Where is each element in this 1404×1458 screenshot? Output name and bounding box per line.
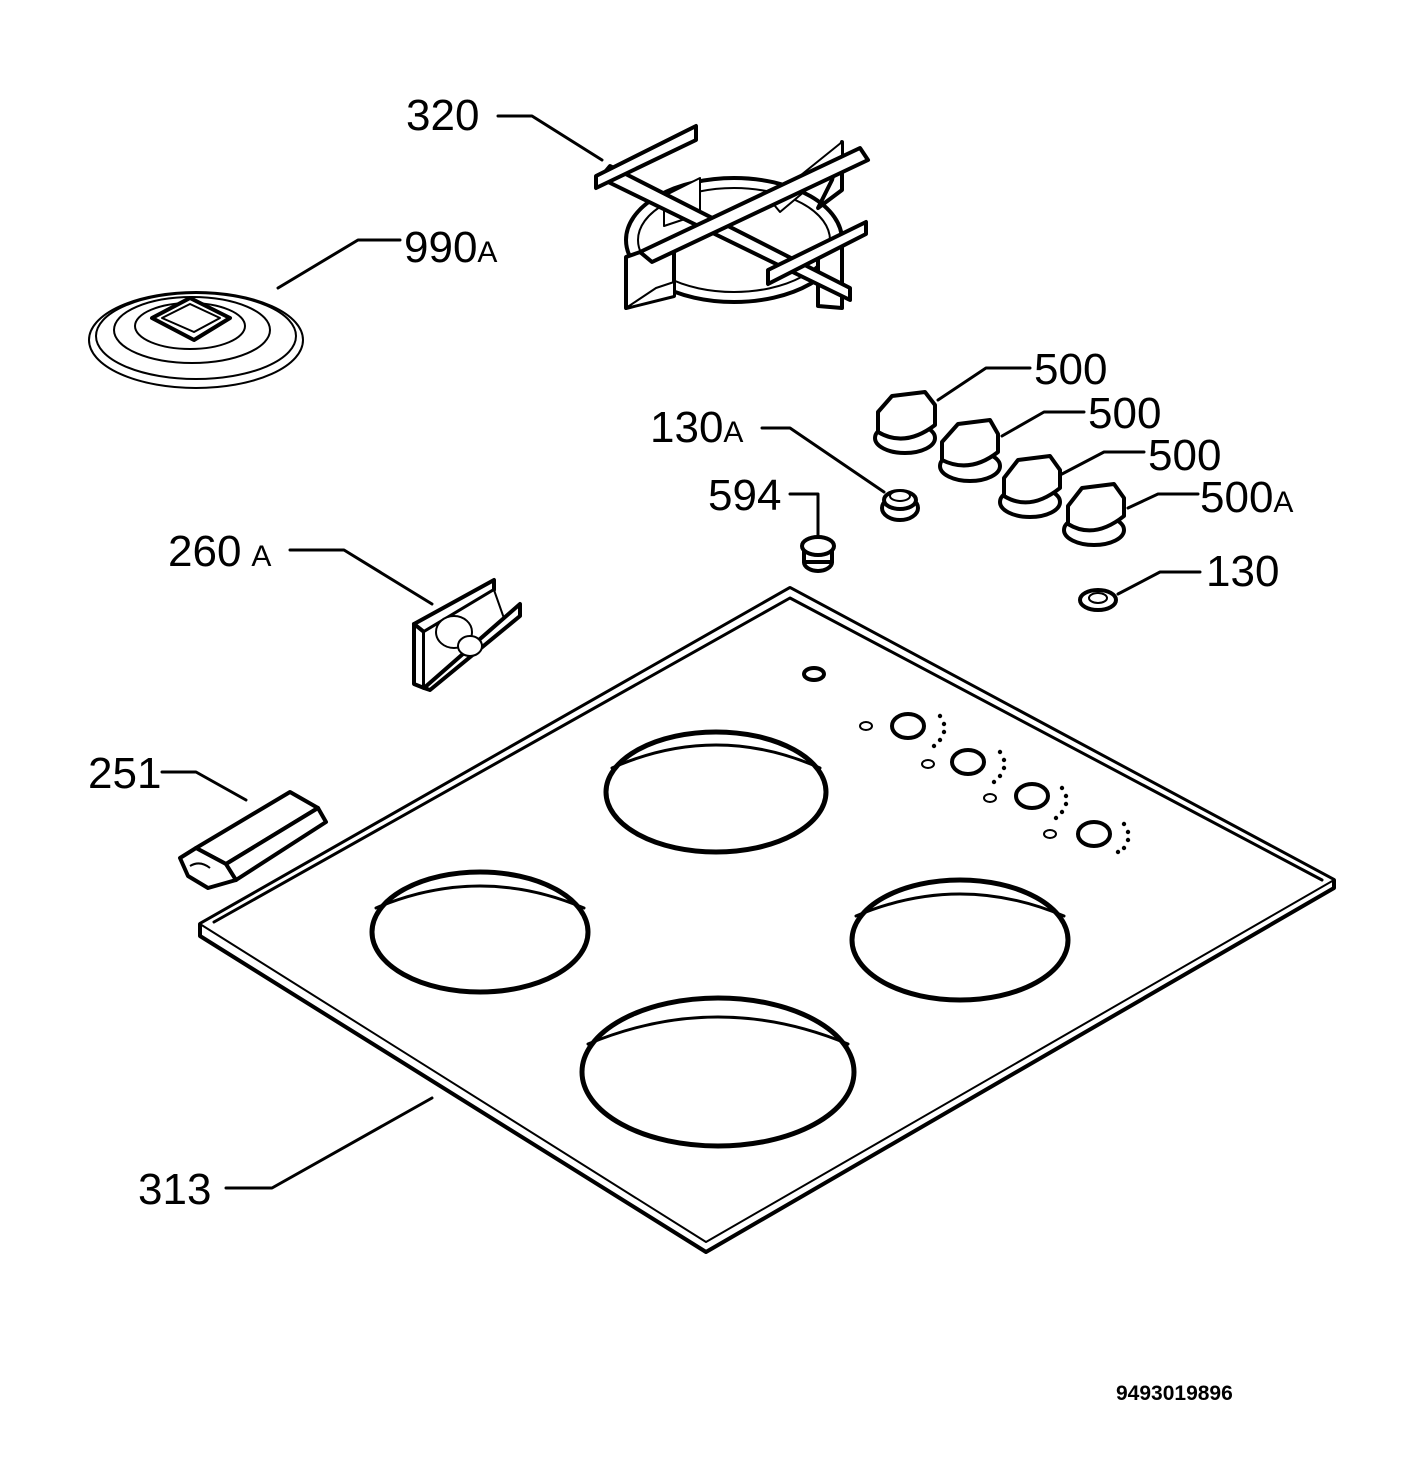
part-990a-burner-cap (88, 291, 304, 389)
part-500-knob-1 (873, 390, 937, 455)
leader-320 (496, 114, 604, 162)
label-500-3: 500 (1148, 431, 1221, 480)
leader-990a (276, 238, 402, 290)
part-251-clip (178, 790, 328, 890)
part-320-pan-support (594, 124, 870, 310)
label-500a: 500A (1200, 473, 1293, 522)
label-594: 594 (708, 471, 781, 520)
leader-251 (160, 770, 248, 802)
label-990a: 990A (404, 223, 497, 272)
document-id: 9493019896 (1116, 1382, 1233, 1405)
label-130: 130 (1206, 547, 1279, 596)
part-260a-bracket (412, 578, 522, 692)
part-500-knob-2 (938, 418, 1002, 483)
label-500-1: 500 (1034, 345, 1107, 394)
label-130a: 130A (650, 403, 743, 452)
label-251: 251 (88, 749, 161, 798)
leader-500a (1126, 492, 1200, 510)
leader-500-1 (936, 366, 1032, 402)
label-320: 320 (406, 91, 479, 140)
part-130-washer (1078, 588, 1118, 612)
label-313: 313 (138, 1165, 211, 1214)
leader-500-2 (1000, 410, 1086, 438)
leader-130a (760, 426, 886, 494)
part-313-hob-top (198, 586, 1336, 1254)
part-500-knob-3 (998, 454, 1062, 519)
part-130a-grommet (880, 489, 920, 522)
leader-594 (788, 492, 820, 538)
leader-500-3 (1060, 450, 1146, 476)
label-500-2: 500 (1088, 389, 1161, 438)
leader-313 (224, 1096, 434, 1190)
part-594-plug (800, 535, 836, 573)
part-500a-knob (1062, 482, 1126, 547)
leader-130 (1116, 570, 1202, 596)
leader-260a (288, 548, 434, 606)
